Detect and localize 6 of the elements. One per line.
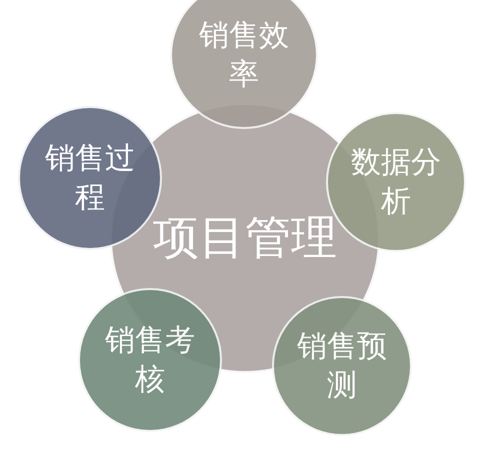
topic-label: 销售考核	[104, 322, 196, 399]
topic-label: 销售预测	[296, 328, 388, 405]
topic-label: 数据分析	[350, 144, 442, 221]
topic-label: 销售效率	[198, 17, 290, 94]
topic-label: 销售过程	[44, 140, 136, 217]
topic-label: 项目管理	[152, 209, 338, 266]
